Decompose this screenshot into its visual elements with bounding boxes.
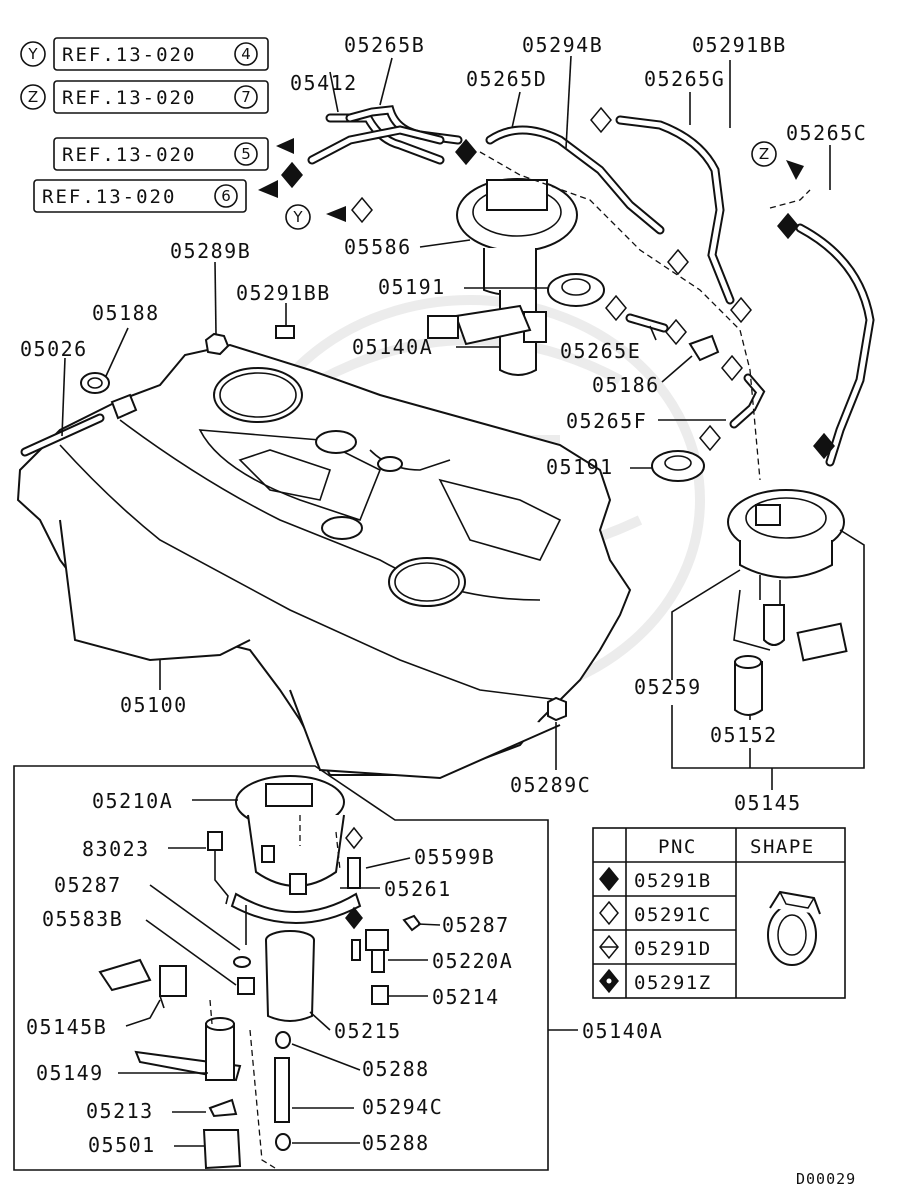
fuel-sender-05145 — [727, 489, 848, 716]
leader-lines-detail — [118, 799, 441, 1147]
label-05287-left: 05287 — [54, 873, 122, 897]
label-05583B: 05583B — [42, 907, 123, 931]
label-05288-lower: 05288 — [362, 1131, 430, 1155]
diamond-filled-icon — [599, 866, 619, 892]
label-05210A: 05210A — [92, 789, 173, 813]
nut-05289C — [547, 696, 567, 722]
label-05261: 05261 — [384, 877, 452, 901]
reference-list: Y REF.13-020 4 Z REF.13-020 7 REF.13-020… — [20, 37, 269, 213]
label-05412: 05412 — [290, 71, 358, 95]
ref-sheet-2: 7 — [241, 88, 251, 106]
seal-05191-upper — [547, 273, 605, 307]
label-05188: 05188 — [92, 301, 160, 325]
label-05145: 05145 — [734, 791, 802, 815]
label-05291BB-top: 05291BB — [692, 33, 787, 57]
ref-sheet-4: 6 — [221, 187, 231, 205]
legend-pnc-4: 05291Z — [634, 972, 712, 994]
grommet-05188 — [80, 372, 110, 394]
flow-marker-z: Z — [759, 145, 769, 163]
diagram-code: D00029 — [796, 1170, 856, 1187]
label-05287-right: 05287 — [442, 913, 510, 937]
ref-label-1: REF.13-020 — [62, 44, 196, 66]
ref-label-2: REF.13-020 — [62, 87, 196, 109]
label-05140A-top: 05140A — [352, 335, 433, 359]
label-05586: 05586 — [344, 235, 412, 259]
flow-markers: Y Z — [285, 141, 777, 230]
diamond-dotted-icon — [599, 968, 619, 994]
label-05140A-detail: 05140A — [582, 1019, 663, 1043]
diamond-outline-icon — [599, 900, 619, 926]
legend-header-pnc: PNC — [658, 836, 697, 858]
label-05265D: 05265D — [466, 67, 547, 91]
clip-05291BB — [275, 325, 295, 339]
label-05265B: 05265B — [344, 33, 425, 57]
label-05501: 05501 — [88, 1133, 156, 1157]
label-05289C: 05289C — [510, 773, 591, 797]
legend-pnc-2: 05291C — [634, 904, 712, 926]
fuel-pump-module-05140A — [427, 178, 578, 376]
nut-05289B — [204, 332, 230, 356]
ref-marker-z: Z — [28, 88, 38, 106]
label-05145B: 05145B — [26, 1015, 107, 1039]
label-05265G: 05265G — [644, 67, 725, 91]
part-labels: 05265B 05294B 05291BB 05412 05265D 05265… — [20, 33, 867, 1157]
label-05294C: 05294C — [362, 1095, 443, 1119]
legend-pnc-3: 05291D — [634, 938, 712, 960]
ref-marker-y: Y — [27, 45, 38, 63]
valve-05186 — [688, 334, 720, 362]
hose-clamp-shape-icon — [767, 890, 821, 966]
fuel-tank-05100 — [16, 343, 632, 780]
label-05186: 05186 — [592, 373, 660, 397]
label-05220A: 05220A — [432, 949, 513, 973]
label-05599B: 05599B — [414, 845, 495, 869]
label-05291BB-mid: 05291BB — [236, 281, 331, 305]
legend-pnc-1: 05291B — [634, 870, 712, 892]
ref-sheet-1: 4 — [241, 45, 251, 63]
flow-arrows — [258, 138, 804, 222]
ref-label-4: REF.13-020 — [42, 186, 176, 208]
label-05289B: 05289B — [170, 239, 251, 263]
ref-sheet-3: 5 — [241, 145, 251, 163]
diamond-half-icon — [599, 934, 619, 960]
flow-marker-y: Y — [292, 208, 303, 226]
seal-05191-lower — [651, 450, 705, 482]
label-05259: 05259 — [634, 675, 702, 699]
label-05214: 05214 — [432, 985, 500, 1009]
label-05288-upper: 05288 — [362, 1057, 430, 1081]
label-05191-upper: 05191 — [378, 275, 446, 299]
label-05149: 05149 — [36, 1061, 104, 1085]
label-05100: 05100 — [120, 693, 188, 717]
label-05215: 05215 — [334, 1019, 402, 1043]
legend-table: PNC SHAPE 05291B 05291C 05291D 05291Z — [592, 827, 846, 999]
label-05191-lower: 05191 — [546, 455, 614, 479]
legend-header-shape: SHAPE — [750, 836, 815, 858]
label-83023: 83023 — [82, 837, 150, 861]
label-05026: 05026 — [20, 337, 88, 361]
label-05265C: 05265C — [786, 121, 867, 145]
clamp-markers — [281, 106, 835, 460]
detail-box-05140A — [13, 765, 578, 1171]
label-05294B: 05294B — [522, 33, 603, 57]
leader-lines-top — [61, 55, 865, 790]
label-05265E: 05265E — [560, 339, 641, 363]
ref-label-3: REF.13-020 — [62, 144, 196, 166]
label-05213: 05213 — [86, 1099, 154, 1123]
label-05152: 05152 — [710, 723, 778, 747]
label-05265F: 05265F — [566, 409, 647, 433]
hoses — [307, 105, 875, 481]
